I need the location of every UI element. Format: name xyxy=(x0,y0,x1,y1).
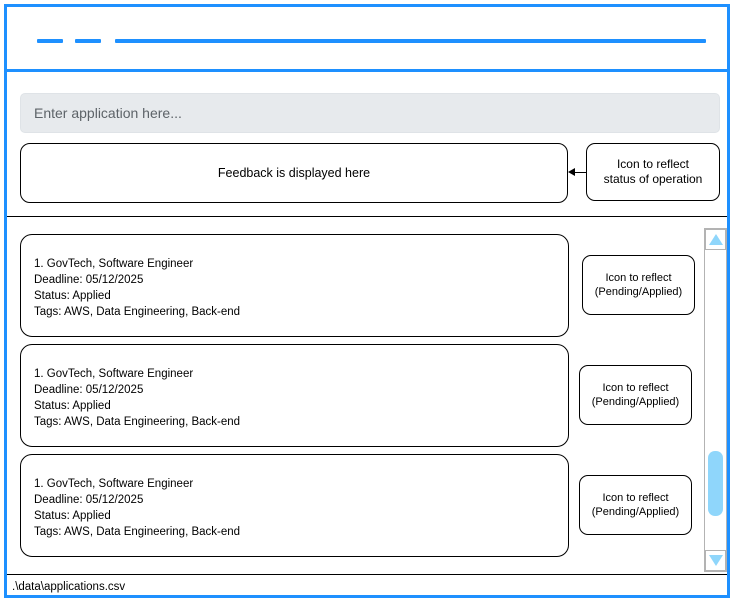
application-deadline: Deadline: 05/12/2025 xyxy=(34,274,144,286)
list-item[interactable]: 1. GovTech, Software Engineer Deadline: … xyxy=(7,454,697,564)
status-bar-path: .\data\applications.csv xyxy=(12,581,126,593)
menu-bar xyxy=(7,7,727,72)
application-list: 1. GovTech, Software Engineer Deadline: … xyxy=(7,218,727,574)
row-annotation-line-1: Icon to reflect xyxy=(602,382,669,394)
application-deadline: Deadline: 05/12/2025 xyxy=(34,384,144,396)
application-status-icon-annotation: Icon to reflect (Pending/Applied) xyxy=(579,365,692,425)
application-status-icon-annotation: Icon to reflect (Pending/Applied) xyxy=(582,255,695,315)
status-annotation-line-1: Icon to reflect xyxy=(616,157,690,171)
application-deadline: Deadline: 05/12/2025 xyxy=(34,494,144,506)
application-title: 1. GovTech, Software Engineer xyxy=(34,478,194,490)
application-tags: Tags: AWS, Data Engineering, Back-end xyxy=(34,306,241,318)
row-annotation-line-1: Icon to reflect xyxy=(602,492,669,504)
row-annotation-line-2: (Pending/Applied) xyxy=(591,396,680,408)
row-annotation-line-2: (Pending/Applied) xyxy=(594,286,683,298)
annotation-arrow-icon xyxy=(568,167,586,176)
list-scrollbar[interactable] xyxy=(704,228,727,572)
application-search-input[interactable]: Enter application here... xyxy=(20,93,720,133)
status-icon-annotation: Icon to reflect status of operation xyxy=(586,143,720,201)
scroll-down-button[interactable] xyxy=(705,550,726,571)
application-card[interactable]: 1. GovTech, Software Engineer Deadline: … xyxy=(20,344,569,447)
application-status: Status: Applied xyxy=(34,510,111,522)
list-item[interactable]: 1. GovTech, Software Engineer Deadline: … xyxy=(7,344,697,454)
triangle-down-icon xyxy=(708,555,723,566)
feedback-display: Feedback is displayed here xyxy=(20,143,568,203)
title-placeholder-line xyxy=(115,39,706,43)
application-status-icon-annotation: Icon to reflect (Pending/Applied) xyxy=(579,475,692,535)
list-item[interactable]: 1. GovTech, Software Engineer Deadline: … xyxy=(7,234,697,344)
application-card[interactable]: 1. GovTech, Software Engineer Deadline: … xyxy=(20,234,569,337)
application-tags: Tags: AWS, Data Engineering, Back-end xyxy=(34,526,241,538)
statusbar-separator xyxy=(7,574,727,575)
row-annotation-line-2: (Pending/Applied) xyxy=(591,506,680,518)
scroll-up-button[interactable] xyxy=(705,229,726,250)
application-title: 1. GovTech, Software Engineer xyxy=(34,368,194,380)
row-annotation-line-1: Icon to reflect xyxy=(605,272,672,284)
application-card[interactable]: 1. GovTech, Software Engineer Deadline: … xyxy=(20,454,569,557)
list-separator xyxy=(7,216,727,217)
status-annotation-line-2: status of operation xyxy=(603,172,703,186)
menu-item-placeholder-2[interactable] xyxy=(75,39,101,43)
triangle-up-icon xyxy=(708,234,723,245)
application-status: Status: Applied xyxy=(34,400,111,412)
application-title: 1. GovTech, Software Engineer xyxy=(34,258,194,270)
application-tags: Tags: AWS, Data Engineering, Back-end xyxy=(34,416,241,428)
feedback-text: Feedback is displayed here xyxy=(217,166,371,180)
menu-item-placeholder-1[interactable] xyxy=(37,39,63,43)
application-status: Status: Applied xyxy=(34,290,111,302)
scrollbar-thumb[interactable] xyxy=(708,451,723,516)
